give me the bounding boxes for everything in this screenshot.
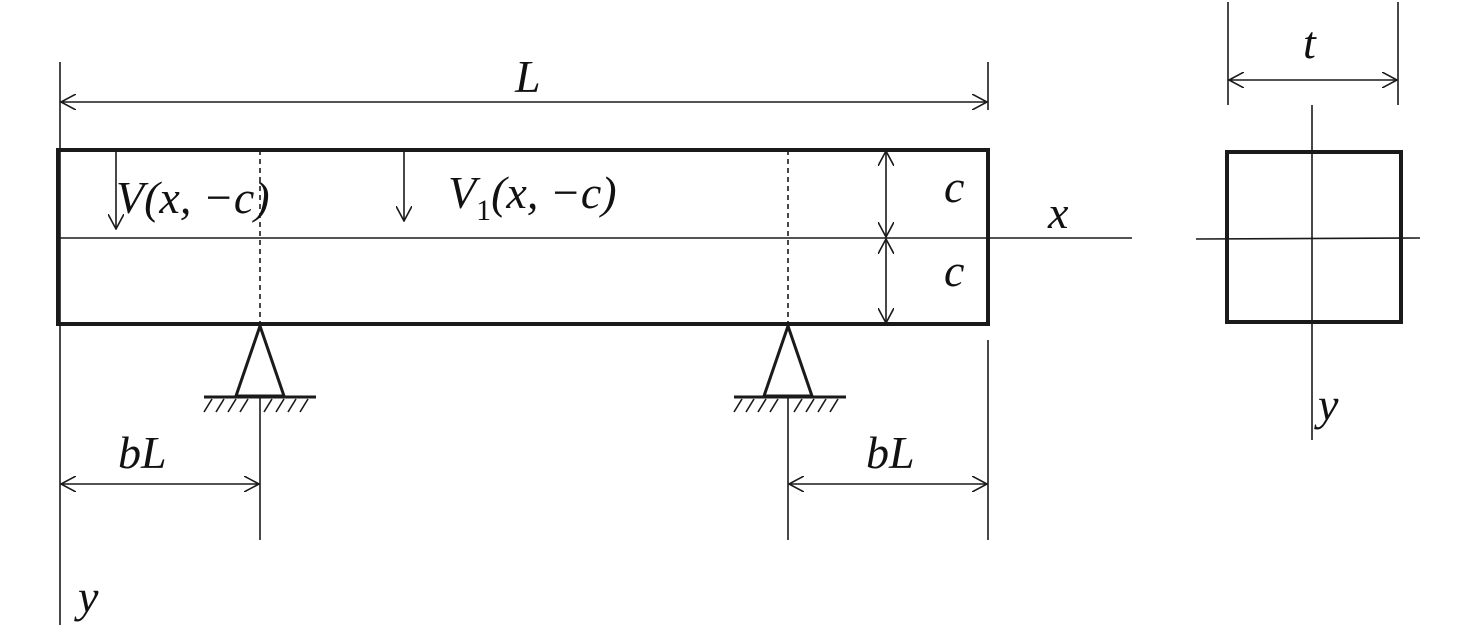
section-square <box>1225 150 1403 324</box>
left-support <box>203 321 316 540</box>
right-support <box>733 321 846 540</box>
y-axis-label: y <box>74 571 99 622</box>
half-depth-bottom-label: c <box>944 245 964 296</box>
cross-section: t y <box>1195 2 1421 440</box>
section-y-label: y <box>1314 379 1339 430</box>
x-axis-label: x <box>1047 187 1069 238</box>
overhang-right-label: bL <box>866 427 915 478</box>
section-x-axis <box>1195 237 1421 240</box>
load-label-mid: V1(x, −c) <box>448 167 617 227</box>
beam-body <box>56 148 990 326</box>
load-label-left: V(x, −c) <box>116 172 270 223</box>
thickness-label: t <box>1303 17 1317 68</box>
overhang-left-label: bL <box>118 427 167 478</box>
length-label: L <box>514 51 541 102</box>
half-depth-top-label: c <box>944 161 964 212</box>
